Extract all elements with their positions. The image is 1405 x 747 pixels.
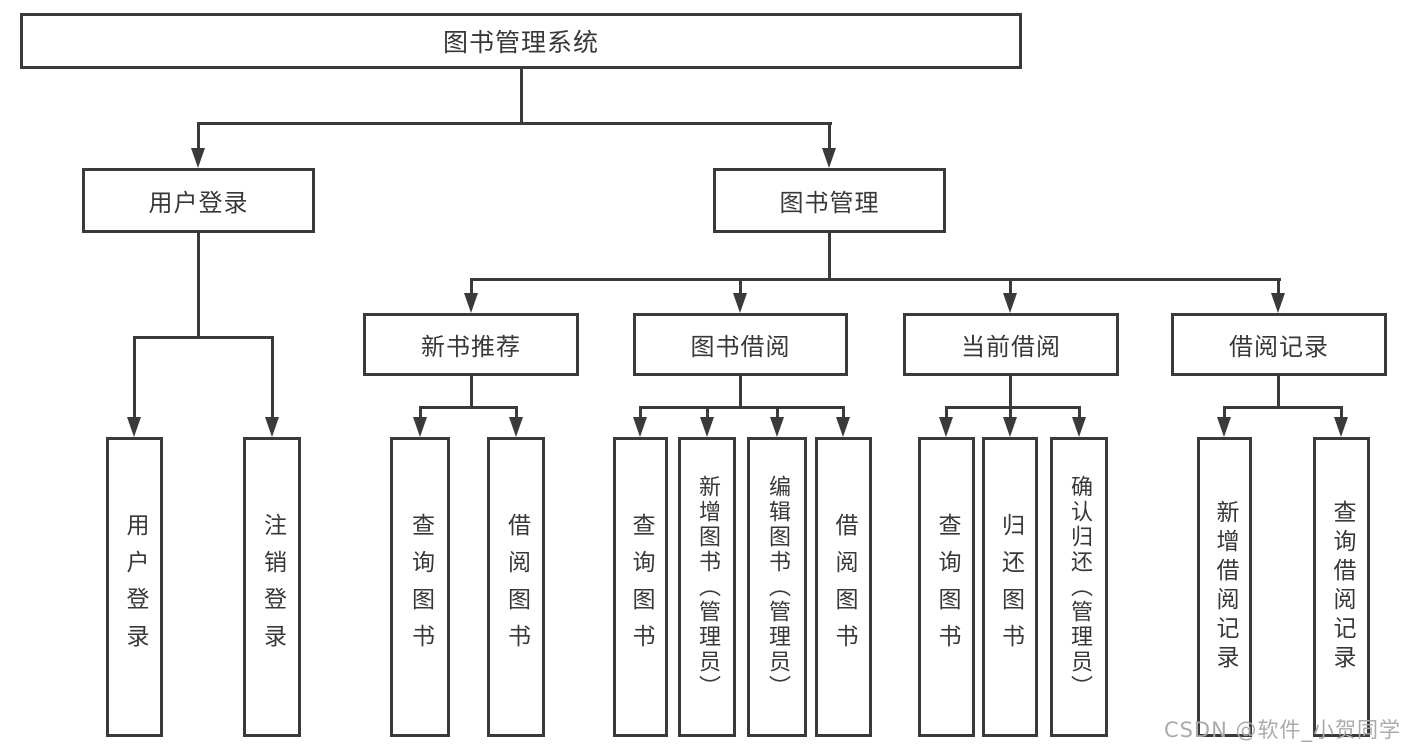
node-borrow-record: 借阅记录 — [1171, 313, 1387, 376]
node-leaf-logout: 注销登录 — [243, 437, 301, 737]
node-library-system-label: 图书管理系统 — [442, 28, 599, 57]
node-leaf-query-books-2: 查询图书 — [613, 437, 668, 737]
connector-line — [1223, 406, 1343, 409]
connector-line — [197, 233, 200, 336]
node-leaf-query-books-3-label: 查询图书 — [934, 513, 960, 661]
node-user-login: 用户登录 — [82, 168, 315, 233]
node-current-borrow: 当前借阅 — [903, 313, 1119, 376]
arrow-down-icon — [127, 417, 141, 437]
connector-line — [470, 278, 1281, 281]
connector-line — [1277, 376, 1280, 406]
arrow-down-icon — [1334, 417, 1348, 437]
connector-line — [842, 406, 845, 417]
arrow-down-icon — [633, 417, 647, 437]
arrow-down-icon — [509, 417, 523, 437]
node-leaf-query-books-1: 查询图书 — [390, 437, 450, 737]
arrow-down-icon — [1271, 293, 1285, 313]
node-leaf-query-borrow-record-label: 查询借阅记录 — [1329, 500, 1355, 674]
node-leaf-add-book-admin-label: 新增图书（管理员） — [695, 474, 720, 700]
node-current-borrow-label: 当前借阅 — [961, 333, 1061, 361]
arrow-down-icon — [770, 417, 784, 437]
arrow-down-icon — [939, 417, 953, 437]
connector-line — [271, 336, 274, 417]
arrow-down-icon — [822, 148, 836, 168]
node-leaf-query-books-1-label: 查询图书 — [407, 513, 434, 661]
node-leaf-user-login: 用户登录 — [106, 437, 163, 737]
node-leaf-edit-book-admin-label: 编辑图书（管理员） — [765, 474, 790, 700]
arrow-down-icon — [413, 417, 427, 437]
arrow-down-icon — [733, 293, 747, 313]
connector-line — [828, 122, 831, 148]
connector-line — [515, 406, 518, 417]
arrow-down-icon — [1072, 417, 1086, 437]
connector-line — [520, 69, 523, 122]
connector-line — [1223, 406, 1226, 417]
arrow-down-icon — [1217, 417, 1231, 437]
node-leaf-logout-label: 注销登录 — [259, 513, 286, 661]
connector-line — [1009, 376, 1012, 406]
node-new-book-recommend-label: 新书推荐 — [421, 333, 521, 361]
node-leaf-confirm-return-admin: 确认归还（管理员） — [1050, 437, 1108, 737]
node-leaf-borrow-books-2-label: 借阅图书 — [831, 513, 857, 661]
connector-line — [133, 336, 136, 417]
connector-line — [706, 406, 709, 417]
connector-line — [419, 406, 518, 409]
node-leaf-borrow-books-1: 借阅图书 — [487, 437, 545, 737]
connector-line — [639, 406, 845, 409]
node-leaf-borrow-books-2: 借阅图书 — [815, 437, 872, 737]
node-new-book-recommend: 新书推荐 — [363, 313, 579, 376]
node-leaf-add-borrow-record-label: 新增借阅记录 — [1212, 500, 1238, 674]
connector-line — [470, 278, 473, 293]
node-leaf-return-book-label: 归还图书 — [997, 513, 1024, 661]
node-leaf-query-books-3: 查询图书 — [918, 437, 975, 737]
node-leaf-add-borrow-record: 新增借阅记录 — [1197, 437, 1252, 737]
connector-line — [419, 406, 422, 417]
node-book-management-label: 图书管理 — [779, 189, 880, 217]
connector-line — [776, 406, 779, 417]
node-leaf-edit-book-admin: 编辑图书（管理员） — [747, 437, 807, 737]
connector-line — [945, 406, 948, 417]
connector-line — [1078, 406, 1081, 417]
arrow-down-icon — [464, 293, 478, 313]
node-library-system: 图书管理系统 — [20, 13, 1022, 69]
node-book-borrow-label: 图书借阅 — [690, 333, 791, 361]
node-user-login-label: 用户登录 — [148, 189, 249, 217]
arrow-down-icon — [1003, 417, 1017, 437]
connector-line — [1009, 278, 1012, 293]
node-leaf-confirm-return-admin-label: 确认归还（管理员） — [1067, 474, 1092, 700]
node-leaf-user-login-label: 用户登录 — [122, 513, 148, 661]
arrow-down-icon — [191, 148, 205, 168]
arrow-down-icon — [1003, 293, 1017, 313]
connector-line — [1340, 406, 1343, 417]
connector-line — [197, 122, 200, 148]
node-book-borrow: 图书借阅 — [633, 313, 848, 376]
csdn-watermark: CSDN @软件_小贺同学 — [1163, 718, 1401, 742]
connector-line — [945, 406, 1081, 409]
connector-line — [470, 376, 473, 406]
node-leaf-add-book-admin: 新增图书（管理员） — [678, 437, 736, 737]
node-leaf-query-books-2-label: 查询图书 — [628, 513, 654, 661]
arrow-down-icon — [836, 417, 850, 437]
arrow-down-icon — [700, 417, 714, 437]
connector-line — [197, 122, 832, 125]
node-book-management: 图书管理 — [713, 168, 946, 233]
connector-line — [1277, 278, 1280, 293]
connector-line — [828, 233, 831, 278]
node-leaf-return-book: 归还图书 — [982, 437, 1038, 737]
connector-line — [1009, 406, 1012, 417]
connector-line — [639, 406, 642, 417]
node-leaf-query-borrow-record: 查询借阅记录 — [1313, 437, 1370, 737]
node-leaf-borrow-books-1-label: 借阅图书 — [503, 513, 530, 661]
connector-line — [739, 376, 742, 406]
arrow-down-icon — [265, 417, 279, 437]
connector-line — [133, 336, 273, 339]
node-borrow-record-label: 借阅记录 — [1229, 333, 1329, 361]
connector-line — [739, 278, 742, 293]
